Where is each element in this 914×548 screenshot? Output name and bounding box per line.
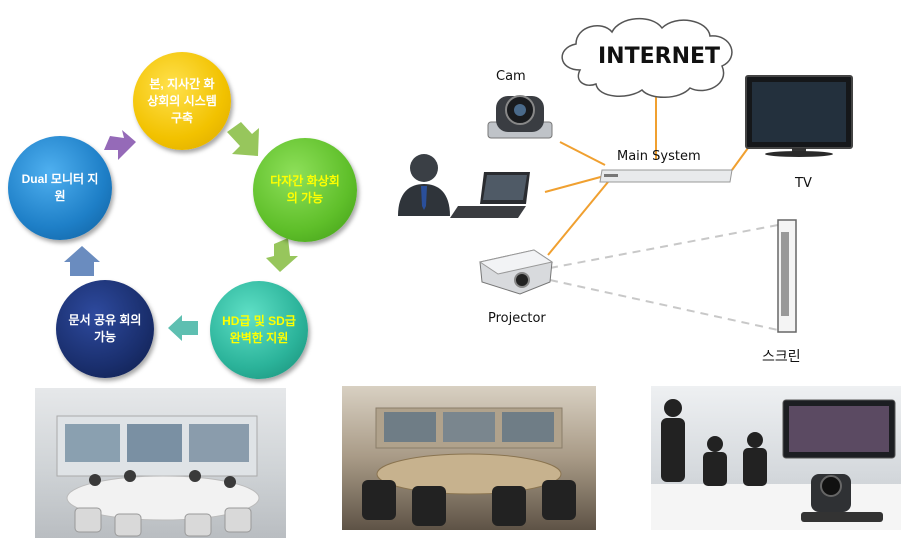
cycle-item-dual-monitor: Dual 모니터 지원 [8,136,112,240]
conference-room-photo-3 [651,386,901,530]
conference-room-photo-1 [35,388,286,538]
main-system-icon [599,169,733,183]
cycle-item-label: 다자간 화상회의 가능 [270,174,340,205]
cycle-item-hd-sd: HD급 및 SD급 완벽한 지원 [210,281,308,379]
cycle-diagram: 본, 지사간 화상회의 시스템 구축 다자간 화상회의 가능 HD급 및 SD급… [0,0,360,390]
cycle-item-label: 문서 공유 회의 가능 [68,313,142,344]
cycle-item-multiparty: 다자간 화상회의 가능 [253,138,357,242]
cam-label: Cam [496,69,526,84]
cycle-arrow-2 [266,238,298,272]
person-icon [398,154,450,216]
projector-label: Projector [488,311,546,326]
main-system-label: Main System [617,149,701,164]
laptop-icon [450,172,530,218]
cloud-label: INTERNET [598,44,721,69]
network-diagram [398,17,853,333]
camera-icon [487,95,553,139]
screen-label: 스크린 [762,349,801,365]
conference-room-photo-2 [342,386,596,530]
cycle-arrow-4 [64,246,100,276]
cycle-item-headquarters: 본, 지사간 화상회의 시스템 구축 [133,52,231,150]
cycle-item-doc-share: 문서 공유 회의 가능 [56,280,154,378]
cloud-icon [561,17,733,98]
cycle-item-label: Dual 모니터 지원 [21,172,99,203]
cycle-arrow-1 [227,122,259,156]
cycle-arrow-3 [168,315,198,341]
cycle-arrows [64,122,298,341]
cycle-item-label: 본, 지사간 화상회의 시스템 구축 [147,76,217,125]
tv-label: TV [795,176,812,191]
tv-icon [745,75,853,157]
network-lines [544,97,749,256]
projector-icon [478,249,554,295]
screen-icon [777,219,797,333]
projection-lines [549,224,779,331]
cycle-arrow-5 [104,130,136,160]
cycle-item-label: HD급 및 SD급 완벽한 지원 [222,314,296,345]
